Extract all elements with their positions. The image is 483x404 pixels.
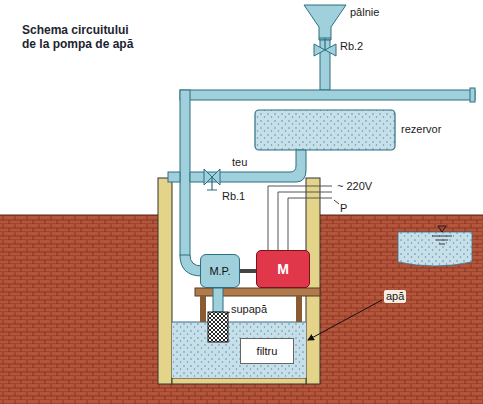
part-label: teu bbox=[232, 156, 247, 169]
water-level-symbol bbox=[438, 226, 446, 232]
funnel bbox=[304, 5, 346, 40]
power-wire bbox=[268, 186, 332, 252]
part-label: pâlnie bbox=[350, 6, 379, 19]
shaft-coupling bbox=[240, 269, 256, 273]
leader-line bbox=[308, 300, 382, 340]
pump-box: M.P. bbox=[200, 254, 240, 288]
part-label: rezervor bbox=[401, 123, 441, 136]
tee bbox=[168, 172, 180, 182]
node-text: filtru bbox=[257, 345, 278, 357]
well-floor bbox=[172, 378, 306, 384]
pipe bbox=[180, 90, 190, 256]
groundwater bbox=[398, 232, 472, 266]
pipe bbox=[180, 90, 475, 100]
well-wall bbox=[158, 178, 172, 384]
motor-box: M bbox=[256, 250, 310, 288]
part-label: P bbox=[340, 202, 347, 215]
soil bbox=[158, 384, 320, 404]
suction-pipe bbox=[213, 288, 223, 312]
strainer bbox=[208, 312, 228, 342]
soil bbox=[320, 215, 483, 404]
part-label: apă bbox=[384, 290, 406, 303]
part-label: ~ 220V bbox=[337, 180, 372, 193]
well-water bbox=[172, 322, 306, 378]
filter-box: filtru bbox=[240, 338, 294, 364]
node-text: M bbox=[277, 261, 289, 277]
part-label: supapă bbox=[231, 303, 267, 316]
part-label: Rb.1 bbox=[222, 190, 245, 203]
part-label: Rb.2 bbox=[340, 40, 363, 53]
pipe-elbow bbox=[180, 255, 202, 276]
reservoir bbox=[255, 110, 395, 150]
node-text: M.P. bbox=[209, 265, 230, 277]
diagram-title: Schema circuitului de la pompa de apă bbox=[22, 24, 134, 52]
soil bbox=[0, 215, 158, 404]
